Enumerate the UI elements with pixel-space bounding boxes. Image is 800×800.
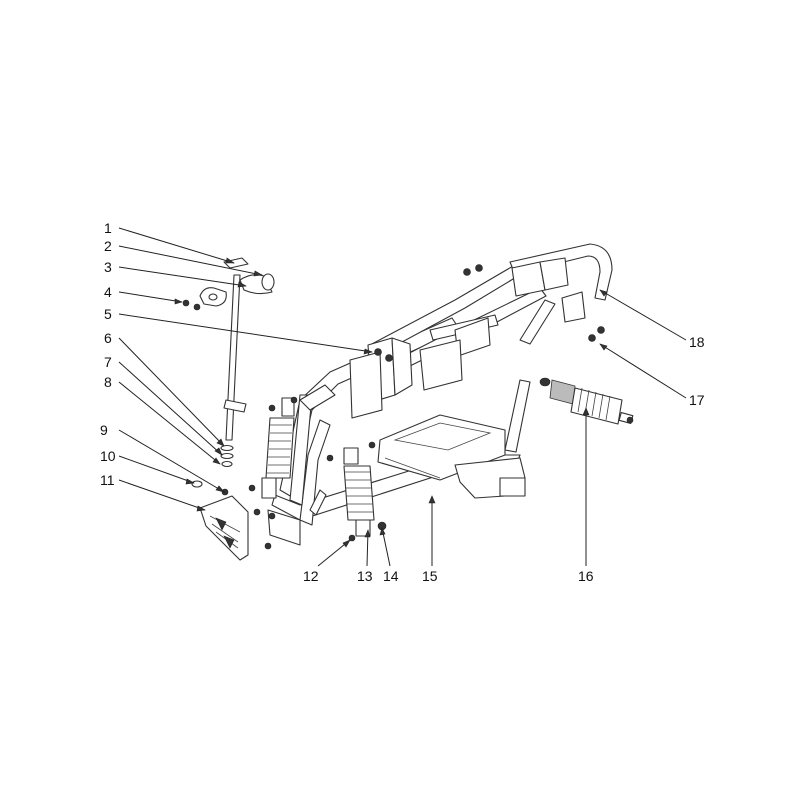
callout-7: 7 <box>104 354 112 370</box>
leader-5 <box>118 313 373 353</box>
callout-labels: 1 2 3 4 5 6 7 8 9 10 11 12 13 14 15 16 1… <box>100 220 705 584</box>
front-shock-right <box>343 447 387 537</box>
callout-2: 2 <box>104 238 112 254</box>
main-frame <box>267 243 613 546</box>
callout-16: 16 <box>578 568 594 584</box>
leader-7 <box>118 361 223 456</box>
steering-stem <box>220 257 275 468</box>
callout-11: 11 <box>100 472 115 488</box>
callout-1: 1 <box>104 220 112 236</box>
leader-11 <box>118 479 206 511</box>
callout-10: 10 <box>100 448 116 464</box>
callout-9: 9 <box>100 422 108 438</box>
callout-15: 15 <box>422 568 438 584</box>
callout-3: 3 <box>104 259 112 275</box>
leader-9 <box>118 429 225 493</box>
leader-3 <box>118 266 247 287</box>
callout-17: 17 <box>689 392 705 408</box>
callout-18: 18 <box>689 334 705 350</box>
callout-13: 13 <box>357 568 373 584</box>
leader-2 <box>118 245 263 276</box>
callout-6: 6 <box>104 330 112 346</box>
bolts <box>248 264 634 542</box>
arrowheads <box>174 257 608 548</box>
leader-4 <box>118 291 183 303</box>
callout-4: 4 <box>104 284 112 300</box>
leader-18 <box>599 289 687 341</box>
front-mudguard <box>191 480 272 561</box>
leader-lines <box>118 227 687 567</box>
leader-10 <box>118 455 195 484</box>
callout-12: 12 <box>303 568 319 584</box>
leader-17 <box>599 343 687 399</box>
callout-14: 14 <box>383 568 399 584</box>
leader-6 <box>118 337 225 447</box>
leader-8 <box>118 381 221 465</box>
clamp <box>182 287 227 311</box>
callout-8: 8 <box>104 374 112 390</box>
callout-5: 5 <box>104 306 112 322</box>
leader-1 <box>118 227 235 264</box>
front-shock-left <box>261 397 295 499</box>
